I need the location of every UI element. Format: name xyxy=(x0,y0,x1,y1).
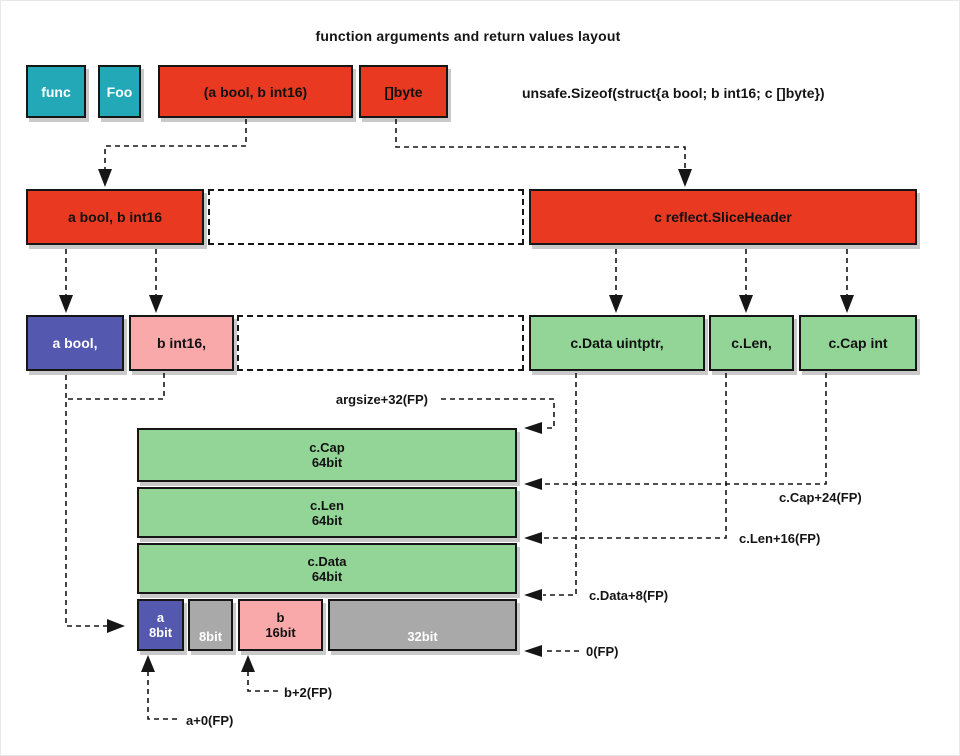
connector-clen-offset xyxy=(543,373,727,539)
stack-cell-a: a 8bit xyxy=(137,599,184,651)
connector-ccap-offset xyxy=(543,373,827,485)
box-slice-header: c reflect.SliceHeader xyxy=(529,189,917,245)
box-field-a-label: a bool, xyxy=(52,335,98,351)
arrowhead-down-ccap xyxy=(840,295,854,313)
box-func-keyword: func xyxy=(26,65,86,118)
label-offset-cdata: c.Data+8(FP) xyxy=(589,588,669,603)
box-field-b-label: b int16, xyxy=(156,335,206,351)
stack-frame-ccap-size: 64bit xyxy=(311,455,343,470)
stack-cell-pad8: 8bit xyxy=(188,599,233,651)
box-field-clen: c.Len, xyxy=(709,315,794,371)
stack-frame-clen: c.Len 64bit xyxy=(137,487,517,538)
connector-b-offset xyxy=(247,671,278,692)
box-field-ccap-label: c.Cap int xyxy=(828,335,888,351)
arrowhead-down-cdata xyxy=(609,295,623,313)
box-field-ccap: c.Cap int xyxy=(799,315,917,371)
connector-byteslice-to-sliceheader xyxy=(395,119,686,179)
box-fields-spacer xyxy=(237,315,524,371)
connector-field-b-join xyxy=(66,373,165,400)
box-return-type: []byte xyxy=(359,65,448,118)
arrowhead-left-zero xyxy=(524,645,542,657)
arrowhead-up-b xyxy=(241,655,255,672)
arrowhead-down-clen xyxy=(739,295,753,313)
arrowhead-down-sliceheader xyxy=(678,169,692,187)
label-offset-ccap: c.Cap+24(FP) xyxy=(779,490,862,505)
diagram-title: function arguments and return values lay… xyxy=(315,28,621,44)
connector-cdata-offset xyxy=(543,373,577,596)
label-offset-zero: 0(FP) xyxy=(586,644,619,659)
box-args-group-label: a bool, b int16 xyxy=(67,209,163,225)
box-field-cdata-label: c.Data uintptr, xyxy=(570,335,664,351)
arrowhead-down-field-a xyxy=(59,295,73,313)
stack-frame-cdata-size: 64bit xyxy=(311,568,343,584)
stack-cell-a-name: a xyxy=(156,610,165,625)
connector-field-a-to-stack xyxy=(65,375,107,627)
stack-frame-ccap-name: c.Cap xyxy=(309,440,345,455)
stack-cell-pad32: 32bit xyxy=(328,599,517,651)
box-return-type-label: []byte xyxy=(384,83,423,100)
box-args-tuple: (a bool, b int16) xyxy=(158,65,353,118)
stack-frame-clen-size: 64bit xyxy=(311,512,343,528)
label-offset-a: a+0(FP) xyxy=(186,713,234,728)
box-args-spacer xyxy=(208,189,524,245)
box-field-cdata: c.Data uintptr, xyxy=(529,315,705,371)
arrowhead-up-a xyxy=(141,655,155,672)
unsafe-sizeof-note: unsafe.Sizeof(struct{a bool; b int16; c … xyxy=(522,85,825,101)
stack-frame-ccap: c.Cap 64bit xyxy=(137,428,517,482)
stack-cell-pad32-size: 32bit xyxy=(407,629,438,644)
stack-frame-clen-name: c.Len xyxy=(310,497,344,513)
stack-cell-b: b 16bit xyxy=(238,599,323,651)
box-field-a: a bool, xyxy=(26,315,124,371)
arrowhead-left-ccap xyxy=(524,478,542,490)
stack-frame-cdata-name: c.Data xyxy=(307,553,347,569)
stack-cell-pad8-size: 8bit xyxy=(198,629,223,644)
stack-cell-b-size: 16bit xyxy=(265,625,296,640)
box-func-keyword-label: func xyxy=(41,83,71,100)
arrowhead-left-clen xyxy=(524,532,542,544)
label-offset-argsize: argsize+32(FP) xyxy=(335,392,428,407)
box-args-group: a bool, b int16 xyxy=(26,189,204,245)
stack-cell-a-size: 8bit xyxy=(148,625,173,640)
arrowhead-right-stack-a xyxy=(107,619,125,633)
label-offset-b: b+2(FP) xyxy=(284,685,333,700)
connector-a-offset xyxy=(147,671,181,720)
stack-frame-cdata: c.Data 64bit xyxy=(137,543,517,594)
box-func-name-label: Foo xyxy=(106,83,133,100)
box-field-clen-label: c.Len, xyxy=(731,335,772,351)
arrowhead-down-group xyxy=(98,169,112,187)
box-field-b: b int16, xyxy=(129,315,234,371)
label-offset-clen: c.Len+16(FP) xyxy=(739,531,821,546)
box-func-name: Foo xyxy=(98,65,141,118)
arrowhead-left-cdata xyxy=(524,589,542,601)
box-args-tuple-label: (a bool, b int16) xyxy=(203,83,308,100)
connector-argstuple-to-group xyxy=(104,119,247,179)
stack-cell-b-name: b xyxy=(276,610,285,625)
box-slice-header-label: c reflect.SliceHeader xyxy=(654,209,792,225)
connector-argsize-offset xyxy=(441,398,555,429)
arrowhead-down-field-b xyxy=(149,295,163,313)
arrowhead-left-argsize xyxy=(524,422,542,434)
